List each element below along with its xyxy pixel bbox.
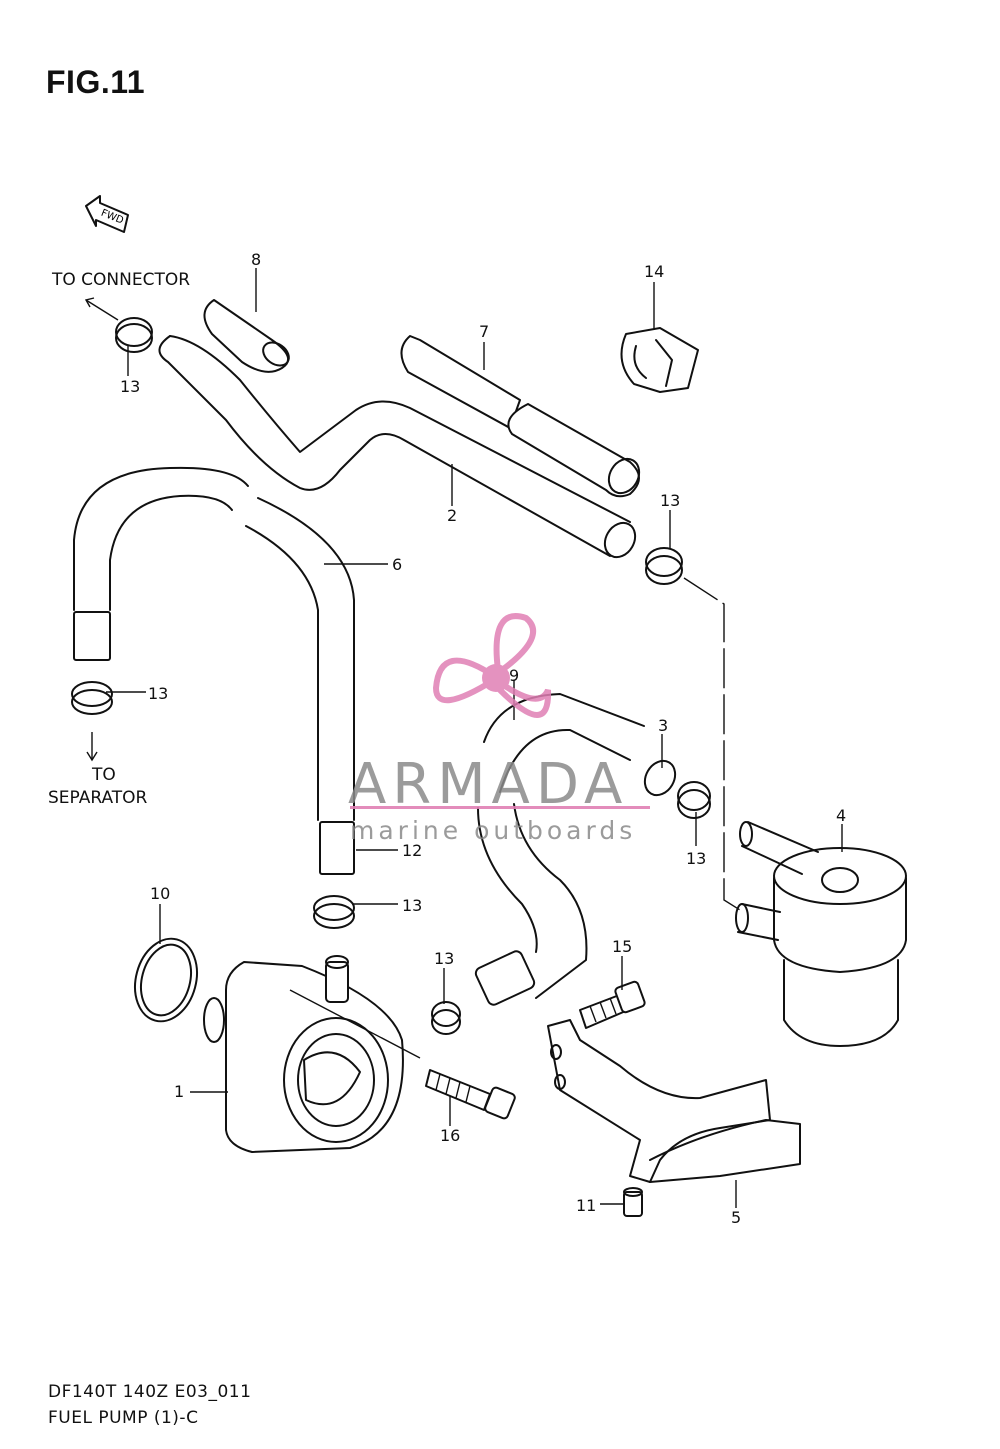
part-label-7: 7 [479,322,490,341]
part-label-2: 2 [447,506,458,525]
hose-part-2 [158,335,637,559]
part-label-15: 15 [612,937,633,956]
part-label-6: 6 [392,555,403,574]
fuel-pump-part-1 [203,955,421,1153]
o-ring-part-10 [134,937,198,1023]
bracket-part-5 [547,1019,801,1183]
part-label-4: 4 [836,806,847,825]
part-label-13: 13 [686,849,707,868]
part-label-13: 13 [434,949,455,968]
part-label-9: 9 [509,666,520,685]
part-label-13: 13 [148,684,169,703]
figure-code: DF140T 140Z E03_011 [48,1382,252,1402]
clip-part-14 [620,327,699,393]
clamp-part-13-f [431,1001,461,1035]
watermark-tagline: marine outboards [350,816,637,845]
hose-part-7 [400,335,641,498]
part-label-5: 5 [731,1208,742,1227]
clamp-part-13-d [677,781,711,819]
to-separator-arrow [86,732,98,762]
part-label-13: 13 [660,491,681,510]
part-label-10: 10 [150,884,171,903]
figure-name: FUEL PUMP (1)-C [48,1408,199,1428]
fwd-arrow-icon: FWD [85,195,129,233]
clamp-part-13-b [71,681,113,715]
hose-part-9-3 [474,693,677,1006]
to-connector-label: TO CONNECTOR [52,270,191,290]
figure-title: FIG.11 [46,64,146,100]
hose-part-6 [73,466,355,875]
part-label-11: 11 [576,1196,597,1215]
part-label-13: 13 [120,377,141,396]
bolt-part-15 [579,980,646,1029]
part-label-1: 1 [174,1082,185,1101]
spacer-part-11 [623,1187,643,1217]
part-label-13: 13 [402,896,423,915]
hose-part-8 [203,299,290,373]
to-separator-label-line2: SEPARATOR [48,788,148,808]
watermark-divider [350,806,650,809]
clamp-part-13-c [645,547,683,585]
clamp-part-13-a [115,317,153,353]
part-label-12: 12 [402,841,423,860]
clamp-part-13-e [313,895,355,929]
propeller-logo-icon [432,613,552,718]
to-separator-label-line1: TO [92,765,116,785]
part-label-3: 3 [658,716,669,735]
fuel-filter-part-4 [735,821,907,1047]
part-label-14: 14 [644,262,665,281]
leader-lines [106,268,843,1208]
to-connector-arrow [84,297,119,321]
part-label-16: 16 [440,1126,461,1145]
flow-lines [683,577,741,911]
part-label-8: 8 [251,250,262,269]
bolt-part-16 [425,1069,516,1120]
